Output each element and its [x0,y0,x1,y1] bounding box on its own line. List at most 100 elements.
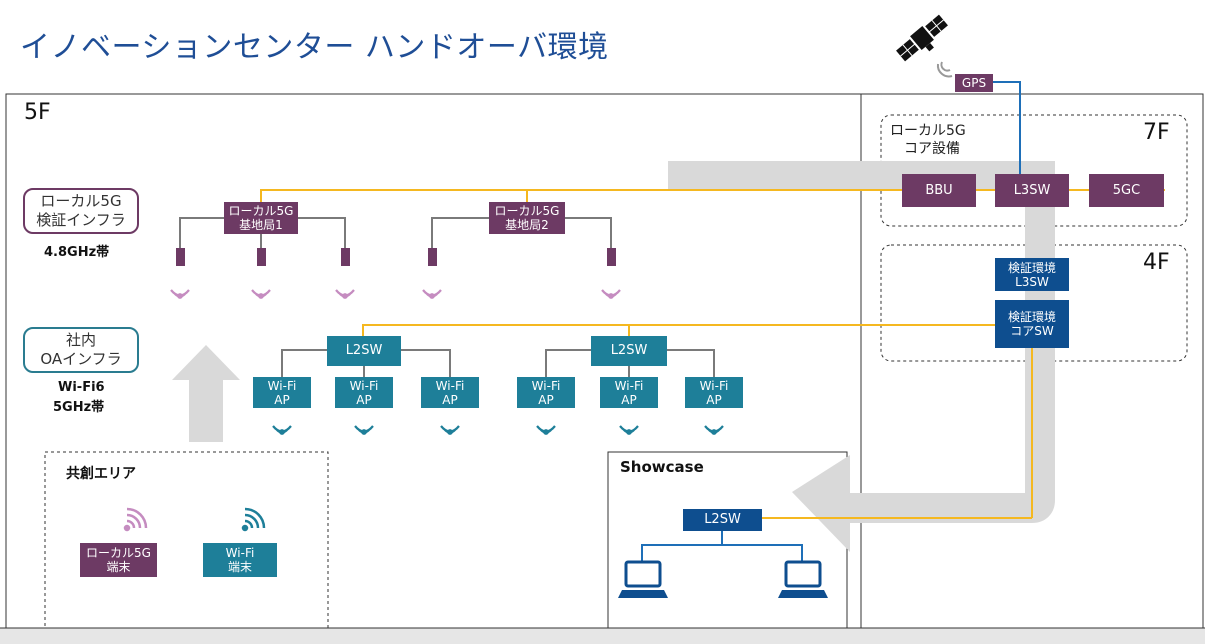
floor-4f-frame [880,244,1188,362]
bbu-box: BBU [902,174,976,207]
l5g-terminal-signal-icon [123,507,148,532]
l5g-term-line2: 端末 [106,560,131,574]
env-l3sw-box: 検証環境 L3SW [995,258,1069,291]
ap-line1: Wi-Fi [435,378,465,393]
bs2-line2: 基地局2 [505,218,549,232]
arrow-up-head [172,345,240,380]
l3sw-label: L3SW [1013,182,1051,198]
ap-line2: AP [442,392,458,407]
ap-line1: Wi-Fi [614,378,644,393]
infraoa-line1: 社内 [65,331,96,349]
bs1-line2: 基地局1 [239,218,283,232]
floor-label-7f: 7F [1143,120,1170,145]
base-station-1: ローカル5G 基地局1 [224,202,298,234]
wifi6-label: Wi-Fi6 [58,380,105,395]
wifi-signal-icon [619,425,639,435]
terminal-signals [123,507,266,532]
satellite-icon [896,14,948,62]
wifi-signal-icon [440,425,460,435]
5gc-label: 5GC [1112,182,1141,198]
wifi-signal-icon [704,425,724,435]
env-l3sw-line2: L3SW [1015,274,1049,289]
floor-label-4f: 4F [1143,250,1170,275]
wifi-signal-icon [536,425,556,435]
ap-line2: AP [538,392,554,407]
l2sw-box-1: L2SW [327,336,401,366]
core-facility-line1: ローカル5G [890,123,966,139]
band-5g-label: 4.8GHz帯 [44,245,110,260]
local5g-terminal: ローカル5G 端末 [80,543,157,577]
l3sw-box: L3SW [995,174,1069,207]
cocreation-frame [44,451,329,629]
showcase-l2sw-label: L2SW [704,512,741,527]
local5g-infra-label: ローカル5G 検証インフラ [23,188,139,234]
yellow-links [260,189,1165,519]
arrow-up-shaft [189,378,223,442]
signal-icons-wifi [272,425,724,435]
l2sw-box-2: L2SW [591,336,667,366]
infraoa-line2: OAインフラ [40,350,122,368]
ap-line1: Wi-Fi [699,378,729,393]
band-5ghz-label: 5GHz帯 [53,400,105,415]
ap-line2: AP [706,392,722,407]
gps-box: GPS [955,74,993,92]
signal-icon [335,289,355,299]
oa-infra-label: 社内 OAインフラ [23,327,139,373]
ap-line1: Wi-Fi [349,378,379,393]
wifi-signal-icon [354,425,374,435]
l2sw-label: L2SW [345,343,383,358]
env-core-line1: 検証環境 [1007,310,1056,324]
env-core-line2: コアSW [1010,324,1054,338]
satellite-signal-icon [936,61,953,78]
core-facility-line2: コア設備 [904,141,960,157]
5gc-box: 5GC [1089,174,1164,207]
arrow-left-head [792,455,850,552]
radio-units [176,248,616,266]
signal-icons-5g [170,289,621,299]
env-l3sw-line1: 検証環境 [1007,260,1056,275]
signal-icon [251,289,271,299]
showcase-l2sw-box: L2SW [683,509,762,531]
page-title: イノベーションセンター ハンドオーバ環境 [20,30,609,65]
wifi-terminal: Wi-Fi 端末 [203,543,277,577]
laptop-icon [778,560,828,598]
bbu-label: BBU [925,182,953,198]
infra5g-line1: ローカル5G [40,192,122,210]
cocreation-title: 共創エリア [66,466,136,482]
ap-line1: Wi-Fi [531,378,561,393]
wifi-term-line1: Wi-Fi [225,546,255,560]
ap-line2: AP [274,392,290,407]
ap-line1: Wi-Fi [267,378,297,393]
floor-strip [0,628,1205,644]
ap-line2: AP [621,392,637,407]
signal-icon [422,289,442,299]
l5g-term-line1: ローカル5G [86,546,151,560]
ap-line2: AP [356,392,372,407]
gps-label: GPS [961,76,987,90]
bs2-line1: ローカル5G [494,204,560,218]
showcase-links [641,530,803,562]
floor-5f-frame [5,93,1204,629]
wifi-term-line2: 端末 [227,560,252,574]
wifi-signal-icon [272,425,292,435]
env-core-sw-box: 検証環境 コアSW [995,300,1069,348]
gray-links-bs [179,217,612,250]
gray-links-ap [281,349,715,378]
core-facility-label: ローカル5G コア設備 [890,122,966,158]
bs1-line1: ローカル5G [228,204,294,218]
laptop-icon [618,560,668,598]
base-station-2: ローカル5G 基地局2 [489,202,565,234]
signal-icon [601,289,621,299]
showcase-frame [607,451,848,629]
wifi-terminal-signal-icon [241,507,266,532]
infra5g-line2: 検証インフラ [36,211,126,229]
l2sw-label: L2SW [610,343,648,358]
gps-link [992,81,1021,175]
